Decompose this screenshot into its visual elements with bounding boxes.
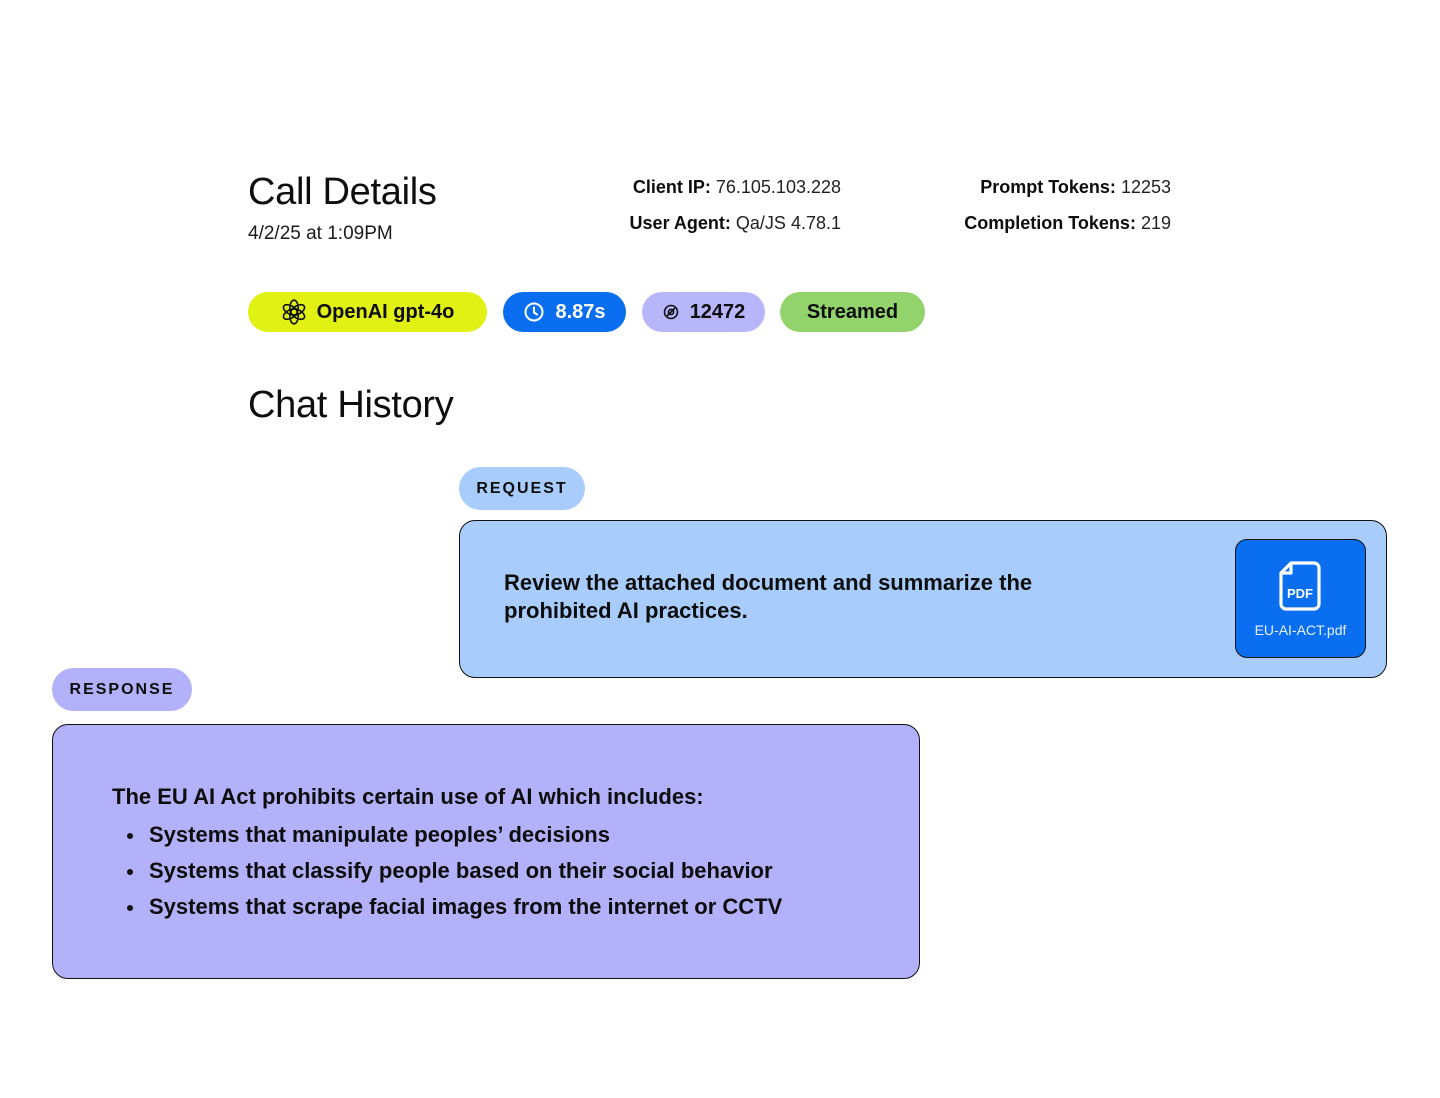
latency-badge-label: 8.87s — [555, 300, 606, 323]
call-timestamp: 4/2/25 at 1:09PM — [248, 223, 393, 244]
completion-tokens-row: Completion Tokens: 219 — [964, 205, 1171, 241]
response-intro: The EU AI Act prohibits certain use of A… — [112, 784, 704, 809]
response-message: The EU AI Act prohibits certain use of A… — [52, 724, 920, 979]
pdf-type-label: PDF — [1287, 586, 1313, 601]
completion-tokens-value: 219 — [1140, 213, 1171, 233]
pdf-file-icon: PDF — [1277, 560, 1323, 617]
client-meta: Client IP: 76.105.103.228 User Agent: Qa… — [630, 169, 841, 241]
user-agent-value: Qa/JS 4.78.1 — [735, 213, 841, 233]
client-ip-label: Client IP: — [632, 177, 711, 197]
attachment-filename: EU-AI-ACT.pdf — [1254, 622, 1347, 638]
request-label: REQUEST — [459, 467, 585, 510]
model-badge-label: OpenAI gpt-4o — [316, 300, 455, 323]
response-list: Systems that manipulate peoples’ decisio… — [125, 817, 782, 925]
page-title: Call Details — [248, 171, 437, 213]
request-message: Review the attached document and summari… — [459, 520, 1387, 678]
response-label: RESPONSE — [52, 668, 192, 711]
list-item: Systems that classify people based on th… — [125, 853, 782, 889]
client-ip-value: 76.105.103.228 — [715, 177, 841, 197]
openai-logo-icon — [281, 299, 307, 325]
completion-tokens-label: Completion Tokens: — [964, 213, 1136, 233]
clock-icon — [523, 301, 545, 323]
token-meta: Prompt Tokens: 12253 Completion Tokens: … — [964, 169, 1171, 241]
user-agent-row: User Agent: Qa/JS 4.78.1 — [630, 205, 841, 241]
prompt-tokens-label: Prompt Tokens: — [980, 177, 1116, 197]
prompt-tokens-row: Prompt Tokens: 12253 — [964, 169, 1171, 205]
pdf-attachment[interactable]: PDF EU-AI-ACT.pdf — [1235, 539, 1366, 658]
model-badge: OpenAI gpt-4o — [248, 292, 487, 332]
list-item: Systems that manipulate peoples’ decisio… — [125, 817, 782, 853]
streamed-badge: Streamed — [780, 292, 925, 332]
streamed-badge-label: Streamed — [806, 300, 899, 323]
latency-badge: 8.87s — [503, 292, 626, 332]
token-icon — [662, 303, 680, 321]
prompt-tokens-value: 12253 — [1120, 177, 1171, 197]
user-agent-label: User Agent: — [629, 213, 731, 233]
request-text: Review the attached document and summari… — [504, 570, 1033, 623]
tokens-badge-label: 12472 — [689, 300, 746, 323]
list-item: Systems that scrape facial images from t… — [125, 889, 782, 925]
tokens-badge: 12472 — [642, 292, 765, 332]
chat-history-title: Chat History — [248, 384, 454, 426]
client-ip-row: Client IP: 76.105.103.228 — [630, 169, 841, 205]
